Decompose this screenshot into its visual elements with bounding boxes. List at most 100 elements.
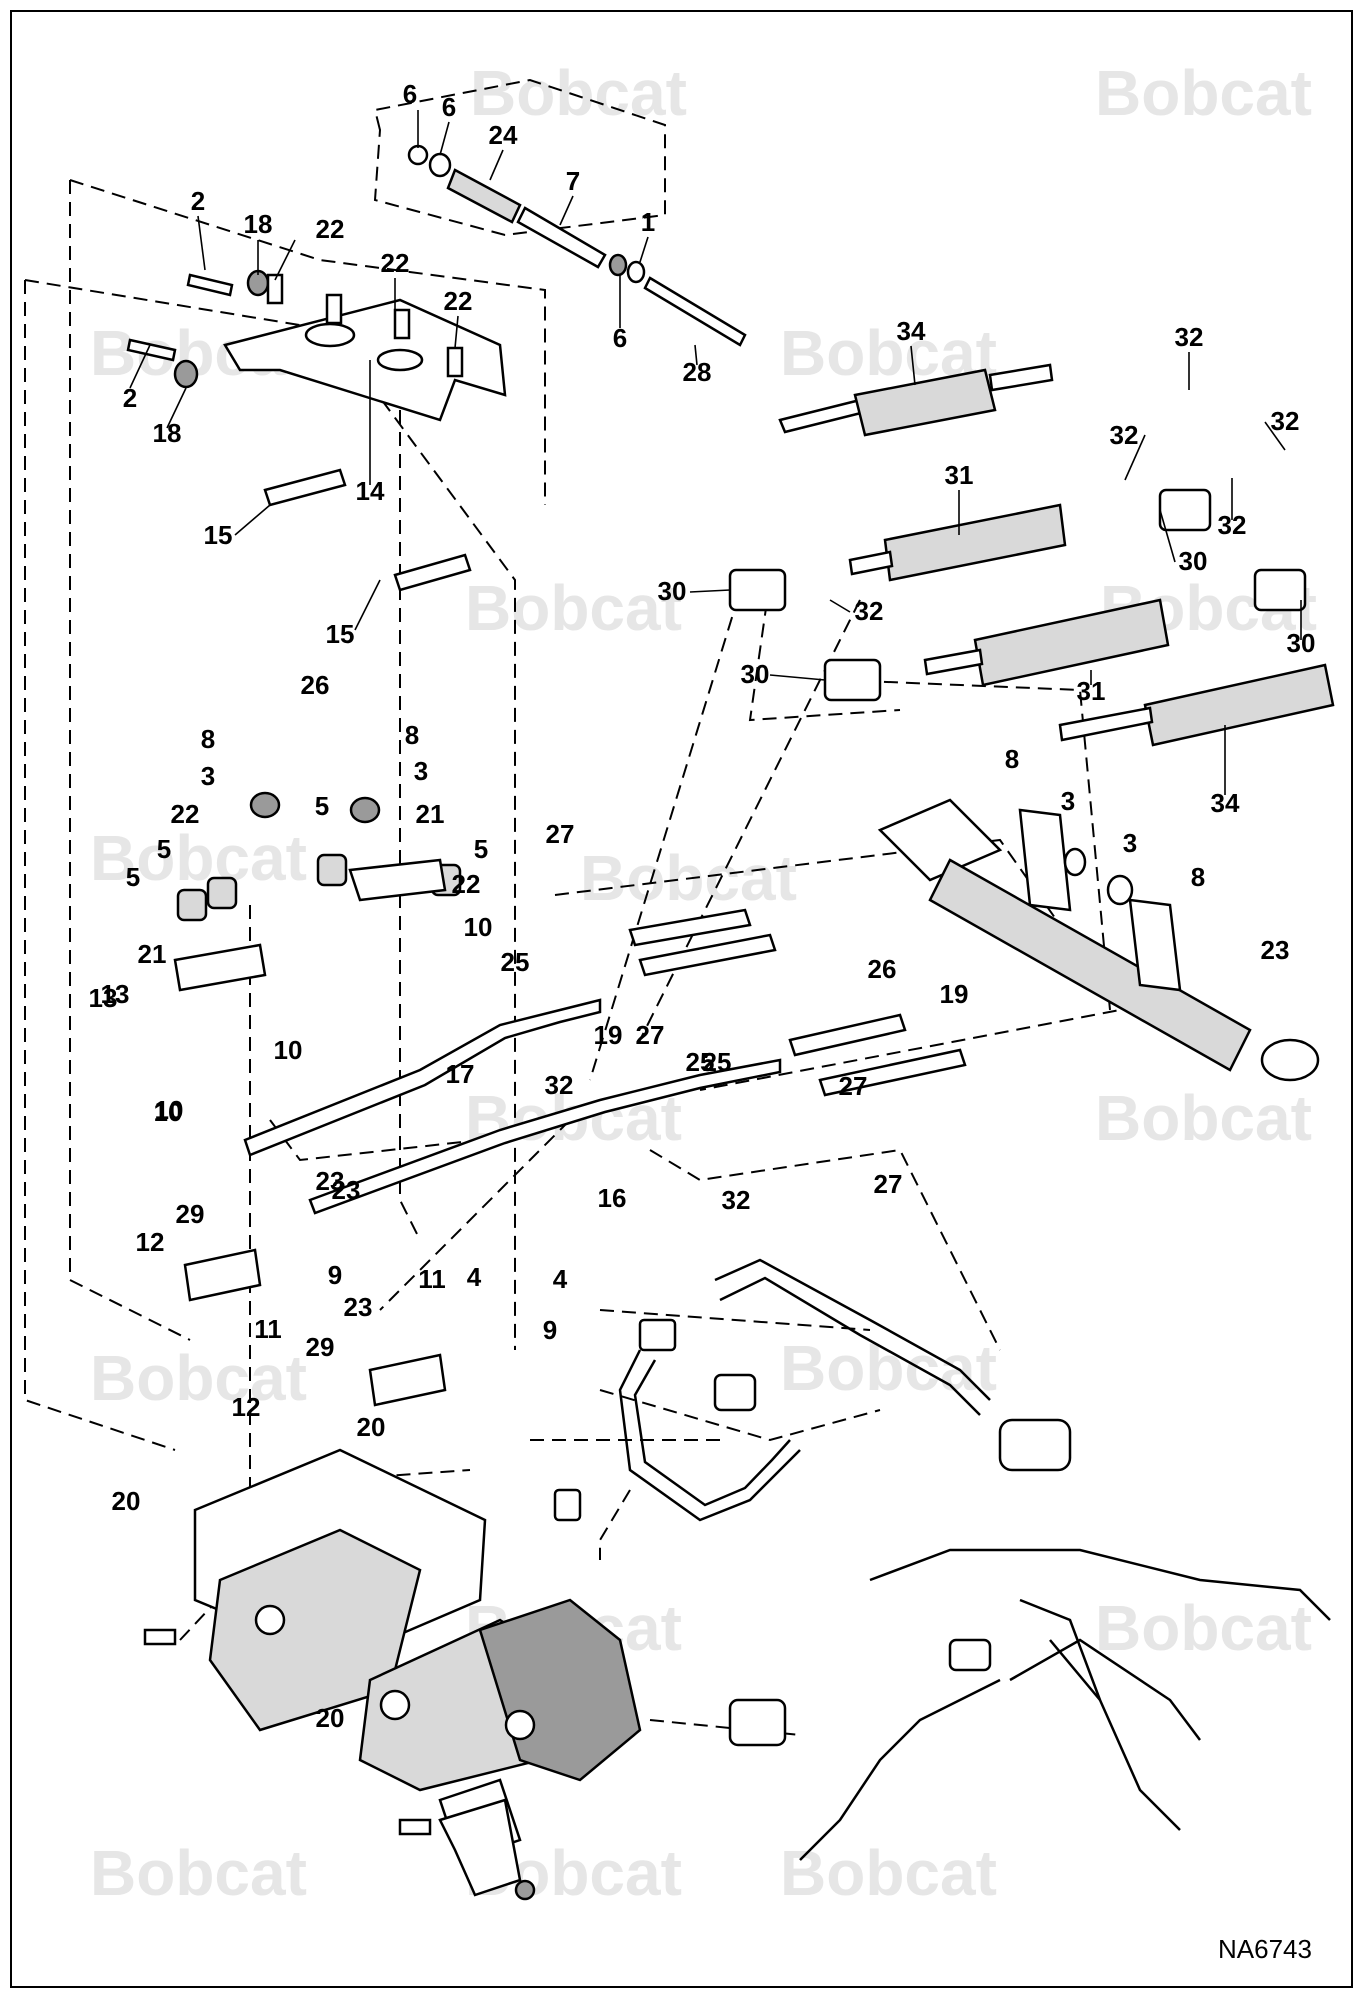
leader-line: [354, 579, 381, 631]
callout-26: 26: [868, 954, 897, 984]
leader-line: [689, 589, 731, 593]
pivot-blocks: [183, 1248, 447, 1407]
callout-9: 9: [543, 1315, 557, 1345]
leader-line: [1124, 434, 1146, 481]
bobcat-watermark: Bobcat: [1095, 57, 1312, 129]
callout-2: 2: [191, 186, 205, 216]
leader-line: [166, 387, 187, 429]
callout-32: 32: [722, 1185, 751, 1215]
callout-21: 21: [416, 799, 445, 829]
callout-23: 23: [332, 1175, 361, 1205]
callout-20: 20: [112, 1486, 141, 1516]
callout-22: 22: [316, 214, 345, 244]
callout-3: 3: [1061, 786, 1075, 816]
bobcat-watermark: Bobcat: [90, 1837, 307, 1909]
callout-5: 5: [126, 862, 140, 892]
callout-27: 27: [874, 1169, 903, 1199]
bracket-assembly: [126, 269, 507, 592]
cylinder-assemblies: [728, 363, 1335, 747]
callout-3: 3: [1123, 828, 1137, 858]
bobcat-watermark: Bobcat: [470, 57, 687, 129]
leader-line: [829, 599, 851, 613]
callout-29: 29: [176, 1199, 205, 1229]
callout-22: 22: [444, 286, 473, 316]
callout-30: 30: [1287, 628, 1316, 658]
leader-line: [559, 195, 574, 226]
callout-15: 15: [326, 619, 355, 649]
callout-17: 17: [446, 1059, 475, 1089]
bobcat-watermark: Bobcat: [780, 1332, 997, 1404]
callout-13: 13: [89, 983, 118, 1013]
leader-line: [1159, 509, 1176, 563]
bobcat-watermark: Bobcat: [1095, 1592, 1312, 1664]
leader-line: [1264, 421, 1286, 451]
callout-19: 19: [594, 1020, 623, 1050]
rubber-mounts: [173, 791, 462, 992]
callout-8: 8: [1005, 744, 1019, 774]
callout-18: 18: [244, 209, 273, 239]
callout-32: 32: [545, 1070, 574, 1100]
callout-32: 32: [1175, 322, 1204, 352]
callout-5: 5: [315, 791, 329, 821]
callout-12: 12: [232, 1392, 261, 1422]
callout-6: 6: [403, 79, 417, 109]
callout-3: 3: [201, 761, 215, 791]
bobcat-watermark: Bobcat: [780, 1837, 997, 1909]
callout-4: 4: [467, 1262, 482, 1292]
callout-30: 30: [1179, 546, 1208, 576]
callout-32: 32: [1218, 510, 1247, 540]
leader-line: [234, 504, 271, 536]
pivot-tube-assembly: [877, 798, 1320, 1082]
callout-25: 25: [686, 1047, 715, 1077]
callout-12: 12: [136, 1227, 165, 1257]
callout-10: 10: [274, 1035, 303, 1065]
callout-32: 32: [1110, 420, 1139, 450]
callout-6: 6: [613, 323, 627, 353]
callout-20: 20: [316, 1703, 345, 1733]
control-arms: [243, 908, 967, 1215]
leader-line: [489, 149, 504, 181]
leader-line: [639, 236, 649, 263]
callout-26: 26: [301, 670, 330, 700]
leader-line: [454, 315, 459, 349]
callout-20: 20: [357, 1412, 386, 1442]
callout-28: 28: [683, 357, 712, 387]
bobcat-watermark: Bobcat: [465, 572, 682, 644]
callout-10: 10: [464, 912, 493, 942]
callout-18: 18: [153, 418, 182, 448]
callout-34: 34: [897, 316, 926, 346]
callout-23: 23: [316, 1166, 345, 1196]
callout-32: 32: [855, 596, 884, 626]
callout-5: 5: [474, 834, 488, 864]
callout-8: 8: [405, 720, 419, 750]
callout-30: 30: [658, 576, 687, 606]
callout-2: 2: [123, 383, 137, 413]
callout-23: 23: [344, 1292, 373, 1322]
callout-11: 11: [418, 1264, 446, 1294]
callout-29: 29: [306, 1332, 335, 1362]
callout-27: 27: [839, 1071, 868, 1101]
bobcat-watermark: Bobcat: [1095, 1082, 1312, 1154]
callout-4: 4: [553, 1264, 568, 1294]
callout-9: 9: [328, 1260, 342, 1290]
leader-line: [910, 345, 916, 386]
diagram-frame: [10, 10, 1353, 1988]
callout-10: 10: [154, 1097, 183, 1127]
callout-24: 24: [489, 120, 518, 150]
callout-leaders: [129, 110, 1302, 795]
leader-line: [769, 674, 826, 681]
callout-25: 25: [501, 947, 530, 977]
callout-25: 25: [703, 1047, 732, 1077]
callout-19: 19: [940, 979, 969, 1009]
bobcat-watermark: Bobcat: [90, 1342, 307, 1414]
callout-21: 21: [138, 939, 167, 969]
spring-rod-assembly: [407, 144, 747, 347]
callout-8: 8: [1191, 862, 1205, 892]
callout-30: 30: [741, 659, 770, 689]
callout-34: 34: [1211, 788, 1240, 818]
hydraulic-pump: [193, 1448, 642, 1862]
leader-line: [439, 121, 450, 156]
drawing-code: NA6743: [1218, 1934, 1312, 1964]
callout-32: 32: [1271, 406, 1300, 436]
callout-10: 10: [155, 1095, 184, 1125]
